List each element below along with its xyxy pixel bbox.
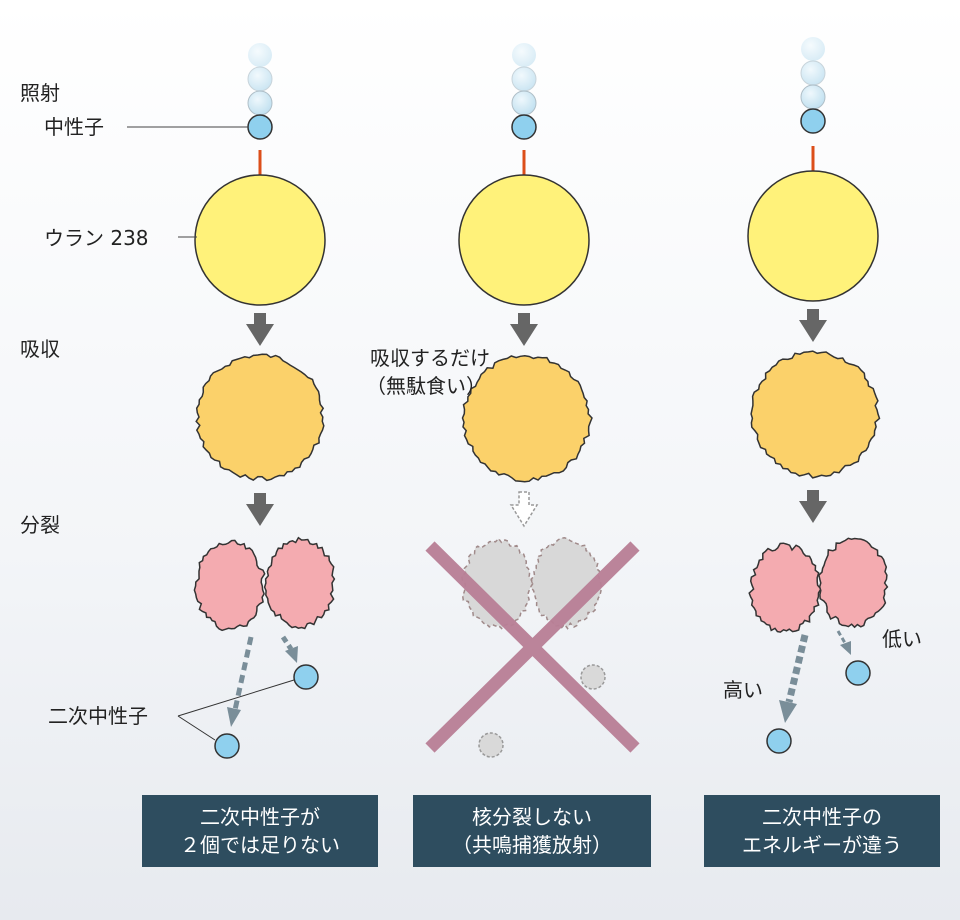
uranium-nucleus xyxy=(194,174,326,306)
caption-box-2: 核分裂しない （共鳴捕獲放射） xyxy=(413,795,651,867)
uranium-nucleus xyxy=(747,170,879,302)
label-waste-eating: （無駄食い） xyxy=(366,374,486,398)
secondary-neutron-leader-lines xyxy=(177,679,295,741)
ghost-fragment xyxy=(529,537,603,630)
ghost-neutron xyxy=(478,732,504,758)
dashed-arrow-low-energy xyxy=(836,630,851,655)
gray-down-arrow xyxy=(510,313,538,346)
dashed-arrow xyxy=(280,635,298,663)
absorbed-nucleus xyxy=(750,350,881,479)
label-low: 低い xyxy=(882,627,922,651)
label-high: 高い xyxy=(723,678,763,702)
neutron-stack-2 xyxy=(511,43,537,140)
caption-box-3: 二次中性子の エネルギーが違う xyxy=(704,795,940,867)
label-neutron: 中性子 xyxy=(44,115,104,139)
cross-mark xyxy=(425,541,640,753)
ghost-neutron xyxy=(580,664,606,690)
uranium-nucleus xyxy=(458,174,590,306)
label-absorb-only: 吸収するだけ xyxy=(370,346,490,370)
caption-line: 二次中性子の xyxy=(762,805,882,829)
incident-neutron xyxy=(800,108,826,134)
caption-line: ２個では足りない xyxy=(180,833,340,857)
neutron-stack-3 xyxy=(800,37,826,134)
dashed-arrow xyxy=(227,636,254,727)
gray-down-arrow xyxy=(246,313,274,346)
dashed-arrow-high-energy xyxy=(779,634,809,723)
dashed-down-arrow xyxy=(509,491,539,528)
gray-down-arrow xyxy=(799,309,827,342)
fission-fragment xyxy=(818,537,889,629)
absorbed-nucleus xyxy=(195,353,325,482)
absorbed-nucleus xyxy=(461,354,593,483)
secondary-neutron xyxy=(845,660,871,686)
neutron-stack-1 xyxy=(247,43,273,140)
secondary-neutron xyxy=(293,664,319,690)
fission-fragment xyxy=(263,536,336,630)
secondary-neutron xyxy=(766,728,792,754)
gray-down-arrow xyxy=(799,490,827,523)
incident-neutron xyxy=(247,114,273,140)
caption-line: 二次中性子が xyxy=(200,805,320,829)
label-uranium: ウラン 238 xyxy=(44,226,149,250)
caption-line: 核分裂しない xyxy=(472,805,592,829)
secondary-neutron xyxy=(214,733,240,759)
caption-box-1: 二次中性子が ２個では足りない xyxy=(142,795,378,867)
label-irradiation: 照射 xyxy=(20,81,60,105)
label-secondary-neutron: 二次中性子 xyxy=(48,704,148,728)
label-absorption: 吸収 xyxy=(20,337,60,361)
fission-fragment xyxy=(748,542,822,633)
label-fission: 分裂 xyxy=(20,513,60,537)
gray-down-arrow xyxy=(246,493,274,526)
caption-line: エネルギーが違う xyxy=(742,833,902,857)
incident-neutron xyxy=(511,114,537,140)
fission-fragment xyxy=(193,539,266,632)
caption-line: （共鳴捕獲放射） xyxy=(452,833,612,857)
